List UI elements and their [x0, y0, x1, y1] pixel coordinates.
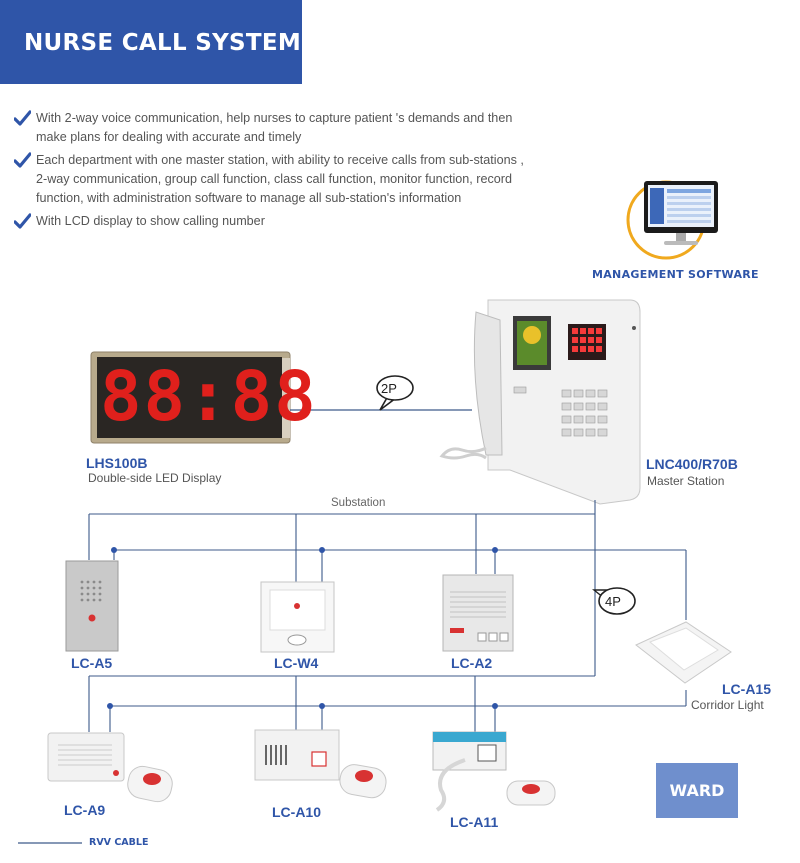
led-display-desc: Double-side LED Display [88, 471, 222, 485]
check-icon [14, 152, 31, 168]
led-display-model: LHS100B [86, 455, 148, 471]
led-digits: 88:88 [100, 357, 318, 437]
feature-list: With 2-way voice communication, help nur… [14, 109, 534, 231]
led-display-device [90, 351, 291, 444]
lc-a5-device [65, 560, 119, 652]
lc-a15-device [635, 621, 732, 684]
master-station-device [439, 299, 641, 505]
lc-a10-label: LC-A10 [272, 804, 322, 820]
lc-a9-label: LC-A9 [64, 802, 106, 818]
substation-label: Substation [331, 497, 386, 509]
feature-item: Each department with one master station,… [14, 151, 534, 208]
wire-2p-label: 2P [381, 381, 397, 396]
legend-label: RVV CABLE [89, 837, 149, 848]
feature-text: With LCD display to show calling number [36, 214, 265, 228]
rvv-cable-network [88, 500, 687, 732]
check-icon [14, 110, 31, 126]
page-title: NURSE CALL SYSTEM [24, 30, 302, 56]
management-software-label: MANAGEMENT SOFTWARE [592, 268, 759, 281]
wire-2p-callout [376, 375, 414, 411]
title-banner: NURSE CALL SYSTEM [0, 0, 302, 84]
lc-a11-label: LC-A11 [450, 814, 499, 830]
lc-a2-device [442, 574, 514, 652]
feature-item: With LCD display to show calling number [14, 212, 534, 231]
lc-a2-label: LC-A2 [451, 655, 493, 671]
feature-text: Each department with one master station,… [36, 153, 524, 205]
ward-badge: WARD [656, 763, 738, 818]
cable-junctions [107, 547, 498, 709]
wire-4p-label: 4P [605, 594, 621, 609]
lc-a15-label: LC-A15 [722, 681, 772, 697]
feature-item: With 2-way voice communication, help nur… [14, 109, 534, 147]
lc-a5-label: LC-A5 [71, 655, 113, 671]
management-software-icon [626, 180, 718, 260]
lc-a10-device [254, 729, 387, 799]
master-station-desc: Master Station [647, 474, 725, 488]
master-station-model: LNC400/R70B [646, 456, 738, 472]
lc-a9-device [47, 732, 173, 803]
feature-text: With 2-way voice communication, help nur… [36, 111, 513, 144]
lc-w4-label: LC-W4 [274, 655, 319, 671]
lc-a15-desc: Corridor Light [691, 698, 764, 712]
check-icon [14, 213, 31, 229]
wire-4p-callout [592, 587, 636, 615]
lc-w4-device [260, 581, 335, 653]
lc-a11-device [432, 731, 556, 812]
